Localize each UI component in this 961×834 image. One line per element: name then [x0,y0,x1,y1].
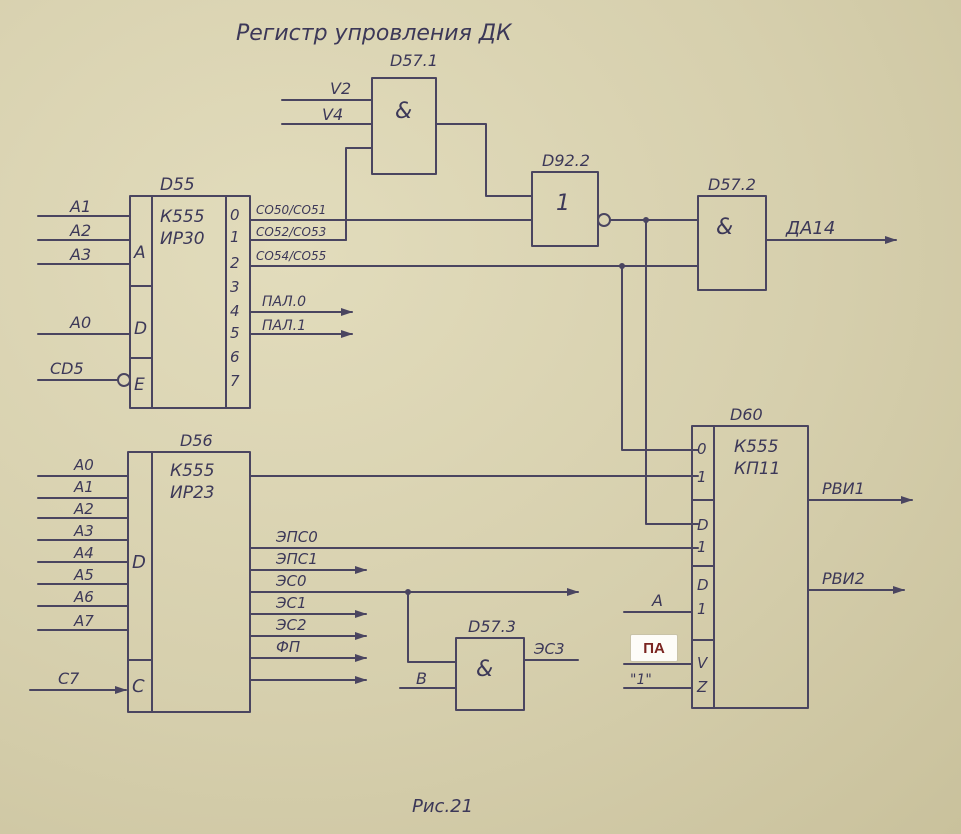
gate-d57-3-sym: & [476,657,493,682]
chip-d55-out7: 7 [230,372,240,390]
chip-d60: D60 К555 КП11 0 1 D 1 D 1 V Z А "1" РВИ1… [623,405,913,709]
sig-v2: V2 [330,79,351,98]
gate-d57-3-ref: D57.3 [468,617,516,636]
sig-co52: CO52/CO53 [256,225,326,239]
sig-d56-a0: A0 [73,456,94,474]
gate-d57-1-ref: D57.1 [390,51,438,70]
sig-pal1: ПАЛ.1 [262,318,306,334]
chip-d56-data-label: D [132,552,146,573]
chip-d56: D56 К555 ИР23 D C [127,431,251,713]
chip-d55-out2: 2 [230,254,240,272]
sig-a-input: А [651,591,663,610]
sig-es0: ЭС0 [275,572,307,590]
d56-input-lines: A0 A1 A2 A3 A4 A5 A6 A7 C7 [29,456,129,694]
chip-d55-data-label: D [134,319,147,339]
chip-d56-type1: К555 [170,461,215,481]
chip-d55: D55 К555 ИР30 A D E 0 1 2 3 4 5 6 7 [129,175,251,409]
chip-d55-out4: 4 [230,302,240,320]
chip-d56-ref: D56 [180,431,213,450]
sig-cd5: CD5 [50,359,84,378]
sig-v-input: В [416,669,427,688]
sig-c7: C7 [58,669,80,688]
sig-co50: CO50/CO51 [256,203,326,217]
chip-d60-pin0: 0 [697,440,707,458]
sig-rvi2: РВИ2 [822,569,865,588]
chip-d55-ref: D55 [160,175,195,195]
chip-d60-pin6: V [697,654,709,672]
sig-d56-a7: A7 [73,612,94,630]
d56-output-lines: ЭПС0 ЭПС1 ЭС0 ЭС1 ЭС2 ФП [249,475,699,684]
chip-d55-addr-label: A [133,243,146,263]
sig-a2: A2 [69,221,91,240]
chip-d55-type1: К555 [160,207,205,227]
chip-d60-pin4: D [697,576,709,594]
chip-d60-ref: D60 [730,405,763,424]
chip-d55-out5: 5 [230,324,240,342]
sig-d56-a5: A5 [73,566,94,584]
gate-d57-3: D57.3 & В ЭС3 [399,617,579,711]
gate-d92-2-sym: 1 [556,191,570,216]
sig-es2: ЭС2 [275,616,307,634]
sig-eps1: ЭПС1 [275,550,318,568]
chip-d60-type1: К555 [734,437,779,457]
sig-da14: ДА14 [785,218,835,239]
chip-d60-pin7: Z [696,678,708,696]
sig-a0: A0 [69,313,91,332]
sig-es3: ЭС3 [533,640,565,658]
d60-routing [619,217,699,525]
gate-d57-1: D57.1 & V2 V4 [281,51,533,197]
sig-v4: V4 [322,105,343,124]
gate-d57-1-sym: & [395,99,412,124]
gate-d57-2-sym: & [716,215,733,240]
pa-badge: ПА [630,634,678,662]
chip-d55-out3: 3 [230,278,240,296]
sig-d56-a3: A3 [73,522,94,540]
sig-d56-a2: A2 [73,500,94,518]
figure-caption: Рис.21 [412,796,473,817]
diagram-title: Регистр упровления ДК [236,21,513,46]
sig-rvi1: РВИ1 [822,479,865,498]
sig-pal0: ПАЛ.0 [262,294,306,310]
chip-d55-out1: 1 [230,228,240,246]
gate-d92-2: D92.2 1 [531,151,699,247]
sig-d56-a6: A6 [73,588,94,606]
chip-d60-pin5: 1 [697,600,707,618]
chip-d60-pin3: 1 [697,538,707,556]
sig-co54: CO54/CO55 [256,249,326,263]
chip-d55-out0: 0 [230,206,240,224]
gate-d92-2-ref: D92.2 [542,151,590,170]
sig-a1: A1 [69,197,91,216]
d55-output-lines: CO50/CO51 CO52/CO53 CO54/CO55 ПАЛ.0 ПАЛ.… [249,147,699,338]
d55-input-lines: A1 A2 A3 A0 CD5 [37,197,131,387]
sig-d56-a1: A1 [73,478,94,496]
chip-d56-clock-label: C [132,676,145,697]
sig-a3: A3 [69,245,91,264]
sig-d56-a4: A4 [73,544,94,562]
chip-d56-type2: ИР23 [170,483,215,503]
sig-fp: ФП [276,638,300,656]
gate-d57-2-ref: D57.2 [708,175,756,194]
sig-es1: ЭС1 [275,594,307,612]
sig-eps0: ЭПС0 [275,528,318,546]
chip-d60-pin2: D [697,516,709,534]
chip-d55-enable-label: E [134,375,145,395]
sig-const-1: "1" [630,672,652,688]
chip-d60-pin1: 1 [697,468,707,486]
gate-d57-2: D57.2 & ДА14 [697,175,897,291]
chip-d55-type2: ИР30 [160,229,205,249]
chip-d55-out6: 6 [230,348,240,366]
chip-d60-type2: КП11 [734,459,780,479]
